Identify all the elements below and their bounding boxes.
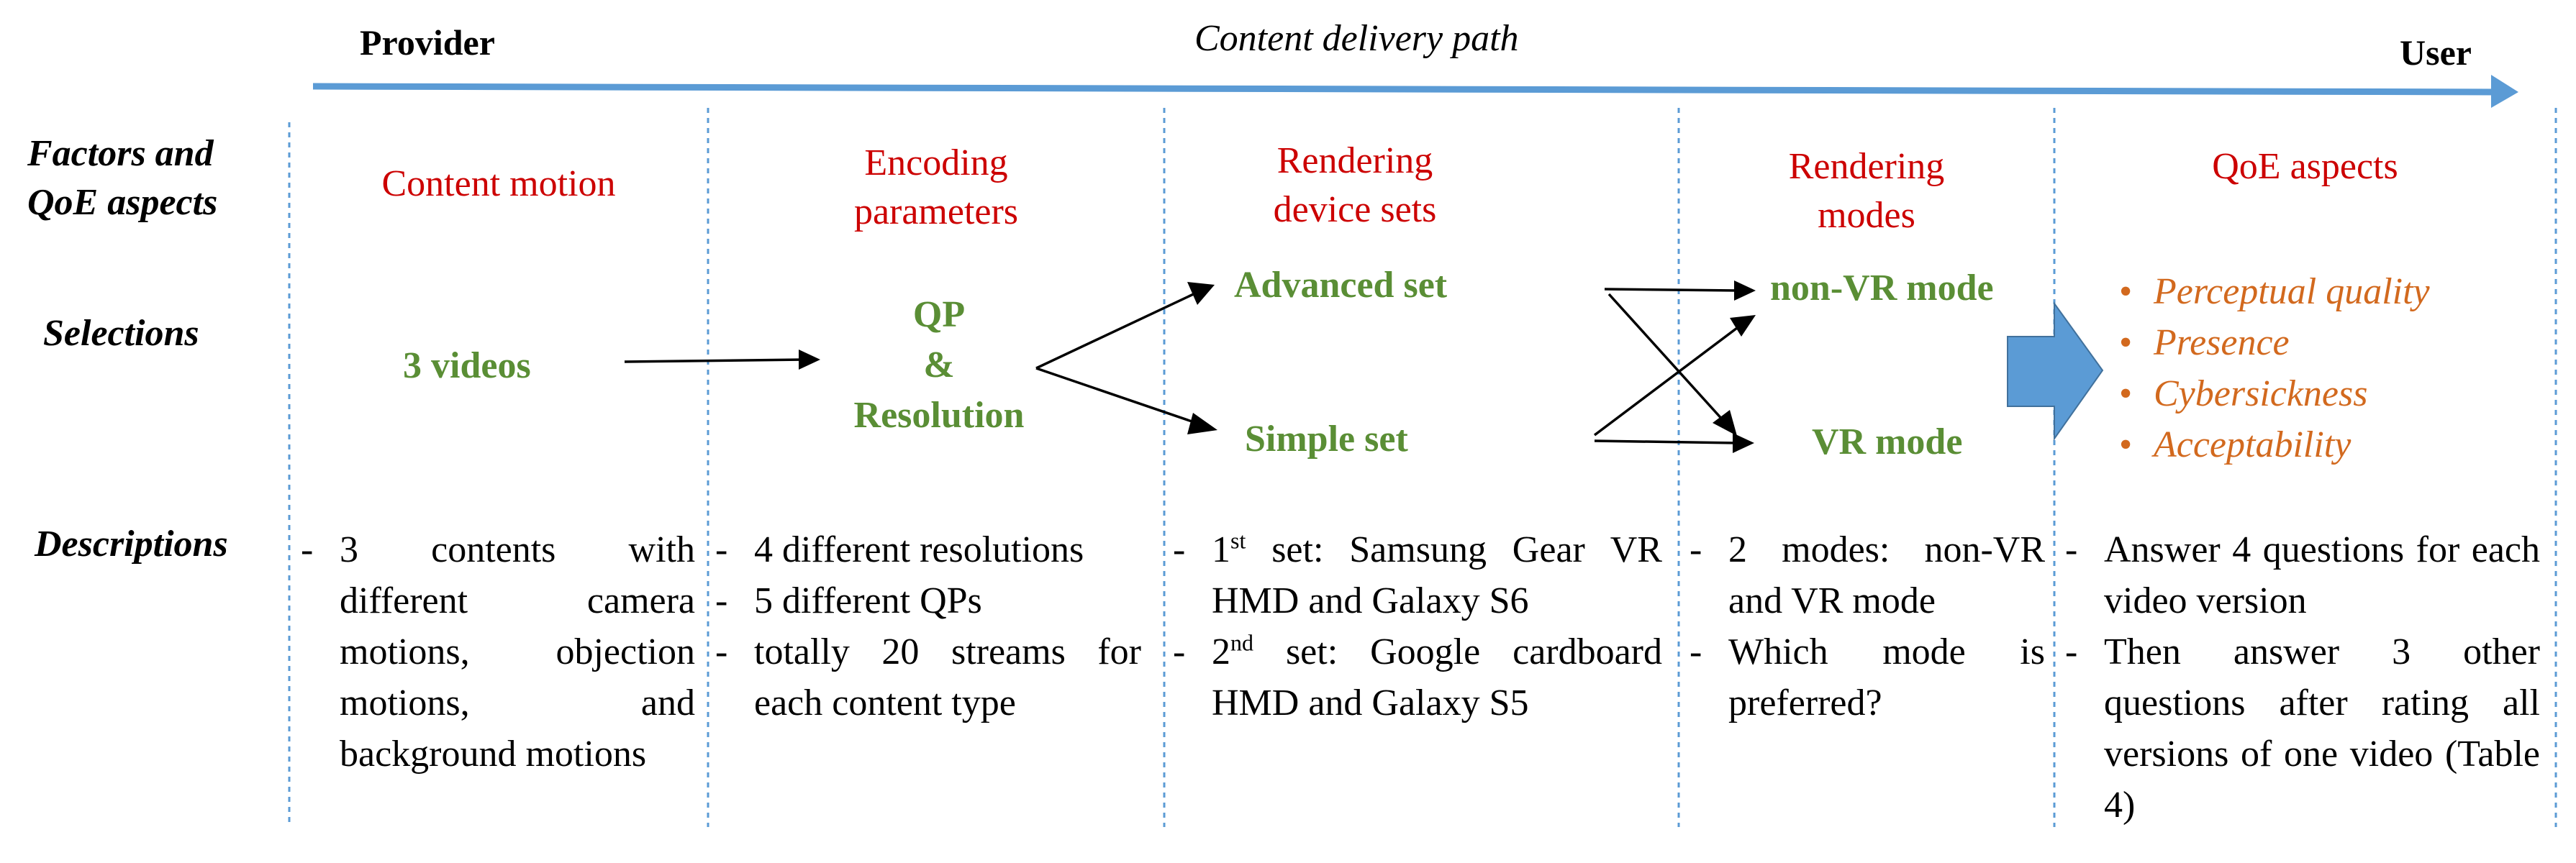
dash-marker: -	[1690, 529, 1702, 570]
bullet-icon: •	[2119, 322, 2133, 363]
user-label: User	[2400, 32, 2472, 73]
selection-line: QP	[912, 294, 966, 335]
description-encoding-parameters: - 4 different resolutions - 5 different …	[715, 524, 1141, 729]
heading-rendering-device-sets: Rendering device sets	[1164, 137, 1546, 234]
bullet-icon: •	[2119, 373, 2133, 414]
selections-row-label: Selections	[43, 313, 199, 354]
qoe-item-acceptability: • Acceptability	[2119, 419, 2430, 470]
description-item: - 5 different QPs	[715, 575, 1141, 626]
dash-marker: -	[301, 529, 314, 570]
selection-advanced-set: Advanced set	[1234, 265, 1448, 306]
heading-rendering-modes: Rendering modes	[1679, 142, 2054, 240]
flow-arrows	[624, 280, 1756, 453]
description-item: - Then answer 3 other questions after ra…	[2065, 626, 2540, 831]
description-text-body: set: Samsung Gear VR HMD and Galaxy S6	[1212, 529, 1662, 621]
selection-simple-set: Simple set	[1245, 419, 1408, 460]
dash-marker: -	[1690, 631, 1702, 672]
factors-row-label: Factors and QoE aspects	[27, 129, 217, 227]
selection-line: &	[923, 344, 955, 385]
descriptions-row-label: Descriptions	[35, 524, 228, 565]
description-item: - 2nd set: Google cardboard HMD and Gala…	[1173, 626, 1662, 729]
content-delivery-path-label: Content delivery path	[1194, 18, 1519, 59]
heading-line: Encoding	[864, 142, 1008, 183]
qoe-item-label: Presence	[2154, 322, 2290, 363]
description-rendering-device-sets: - 1st set: Samsung Gear VR HMD and Galax…	[1173, 524, 1662, 729]
bullet-icon: •	[2119, 271, 2133, 312]
heading-line: Rendering	[1276, 140, 1433, 181]
description-text: Which mode is preferred?	[1728, 631, 2045, 723]
factors-row-label-line: Factors and	[27, 133, 214, 174]
heading-qoe-aspects: QoE aspects	[2212, 146, 2398, 187]
qoe-item-cybersickness: • Cybersickness	[2119, 368, 2430, 419]
factors-row-label-line: QoE aspects	[27, 182, 218, 223]
heading-line: parameters	[853, 191, 1019, 232]
qoe-item-perceptual-quality: • Perceptual quality	[2119, 266, 2430, 317]
selection-qp-resolution: QP & Resolution	[799, 290, 1079, 441]
selection-vr-mode: VR mode	[1812, 421, 1963, 462]
description-item: - 1st set: Samsung Gear VR HMD and Galax…	[1173, 524, 1662, 626]
bullet-icon: •	[2119, 424, 2133, 465]
dash-marker: -	[1173, 631, 1186, 672]
qoe-item-presence: • Presence	[2119, 317, 2430, 368]
dash-marker: -	[715, 631, 728, 672]
ordinal-number: 1	[1212, 529, 1230, 570]
dash-marker: -	[715, 529, 728, 570]
description-item: - Answer 4 questions for each video vers…	[2065, 524, 2540, 626]
description-item: - Which mode is preferred?	[1690, 626, 2045, 729]
qoe-aspects-list: • Perceptual quality • Presence • Cybersick…	[2119, 266, 2430, 470]
description-text: 4 different resolutions	[754, 529, 1084, 570]
selection-non-vr-mode: non-VR mode	[1770, 268, 1994, 309]
description-qoe-aspects: - Answer 4 questions for each video vers…	[2065, 524, 2540, 831]
dash-marker: -	[715, 580, 728, 621]
description-text: 2nd set: Google cardboard HMD and Galaxy…	[1212, 626, 1662, 729]
description-text: 5 different QPs	[754, 580, 982, 621]
ordinal-number: 2	[1212, 631, 1230, 672]
description-item: - 2 modes: non-VR and VR mode	[1690, 524, 2045, 626]
description-item: - 4 different resolutions	[715, 524, 1141, 575]
dash-marker: -	[2065, 631, 2078, 672]
ordinal-suffix: st	[1230, 527, 1246, 554]
block-arrow	[2007, 301, 2104, 442]
provider-label: Provider	[360, 22, 495, 63]
qoe-item-label: Acceptability	[2154, 424, 2351, 465]
heading-line: device sets	[1273, 189, 1437, 230]
column-separators	[288, 108, 2557, 827]
description-text: totally 20 streams for each content type	[754, 631, 1141, 723]
description-content-motion: - 3 contents with different camera motio…	[301, 524, 695, 780]
ordinal-suffix: nd	[1230, 629, 1253, 656]
description-item: - totally 20 streams for each content ty…	[715, 626, 1141, 729]
description-text-body: set: Google cardboard HMD and Galaxy S5	[1212, 631, 1662, 723]
selection-3-videos: 3 videos	[403, 345, 531, 386]
heading-line: modes	[1818, 195, 1915, 236]
qoe-item-label: Cybersickness	[2154, 373, 2368, 414]
dash-marker: -	[1173, 529, 1186, 570]
description-item: - 3 contents with different camera motio…	[301, 524, 695, 780]
heading-content-motion: Content motion	[381, 163, 616, 204]
delivery-path-arrow	[312, 75, 2518, 108]
description-text: Then answer 3 other questions after rati…	[2104, 631, 2540, 826]
description-rendering-modes: - 2 modes: non-VR and VR mode - Which mo…	[1690, 524, 2045, 729]
dash-marker: -	[2065, 529, 2078, 570]
heading-encoding-parameters: Encoding parameters	[708, 139, 1164, 237]
selection-line: Resolution	[853, 395, 1025, 436]
description-text: 3 contents with different camera motions…	[340, 529, 695, 775]
qoe-item-label: Perceptual quality	[2154, 271, 2430, 312]
description-text: 2 modes: non-VR and VR mode	[1728, 529, 2045, 621]
description-text: Answer 4 questions for each video versio…	[2104, 529, 2540, 621]
description-text: 1st set: Samsung Gear VR HMD and Galaxy …	[1212, 524, 1662, 626]
heading-line: Rendering	[1788, 146, 1945, 187]
